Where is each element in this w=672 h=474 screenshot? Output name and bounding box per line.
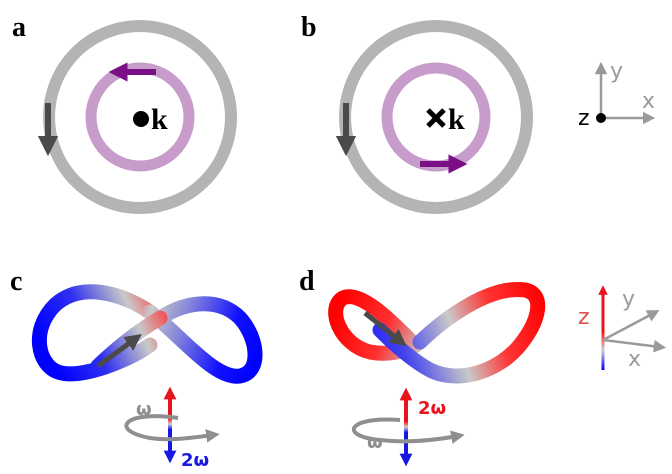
dot-icon [133, 111, 149, 127]
z-axis-dot-icon [596, 113, 606, 123]
x-axis-label: x [642, 89, 655, 114]
y-axis-label: y [622, 287, 635, 312]
direction-arrow-icon [363, 311, 407, 347]
cross-icon [426, 108, 446, 128]
two-omega-label: 2ω [181, 450, 209, 471]
y-axis-label: y [610, 59, 623, 84]
inner-ring [85, 62, 195, 172]
panel-c: c ω 2ω [10, 266, 263, 471]
axes-top: y x z [578, 59, 656, 131]
panel-d: d ω 2ω [299, 266, 546, 467]
ribbon-right-lobe [372, 282, 546, 384]
z-axis-label: z [578, 305, 590, 330]
ribbon-right-lobe [142, 296, 263, 384]
panel-b: b k [301, 12, 533, 214]
panel-d-label: d [299, 266, 315, 297]
panel-c-label: c [10, 266, 22, 297]
rotation-arrow-icon [124, 414, 220, 443]
panel-b-label: b [301, 12, 317, 43]
omega-label: ω [136, 399, 152, 420]
x-axis-label: x [628, 347, 641, 372]
two-omega-label: 2ω [418, 398, 446, 419]
panel-a-label: a [12, 12, 26, 43]
direction-arrow-icon [96, 333, 142, 369]
field-gradient [168, 418, 172, 430]
wavevector-label: k [151, 103, 168, 136]
field-gradient [404, 421, 408, 433]
axes-bottom: z y x [578, 285, 667, 372]
wavevector-label: k [448, 103, 465, 136]
z-axis-label: z [578, 106, 590, 131]
y-axis-arrow-icon [602, 310, 660, 342]
x-axis-arrow-icon [602, 338, 667, 353]
rotation-arrow-icon [352, 417, 465, 444]
omega-label: ω [367, 432, 383, 453]
panel-a: a k [12, 12, 237, 214]
z-axis-gradient [601, 330, 605, 370]
